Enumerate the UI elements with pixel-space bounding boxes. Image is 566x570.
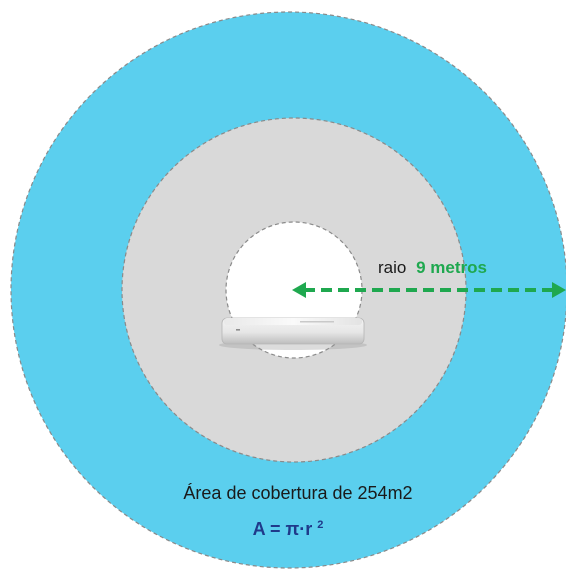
area-formula-lhs: A = π·r — [253, 519, 313, 539]
radius-label-value: 9 metros — [416, 258, 487, 277]
access-point-device-icon — [219, 317, 367, 350]
double-headed-arrow-icon — [292, 282, 566, 298]
area-caption: Área de cobertura de 254m2 — [183, 483, 412, 503]
radius-label-prefix: raio — [378, 258, 406, 277]
area-formula: A = π·r 2 — [253, 519, 324, 539]
radius-label: raio 9 metros — [378, 258, 487, 277]
area-formula-exponent: 2 — [317, 519, 323, 531]
